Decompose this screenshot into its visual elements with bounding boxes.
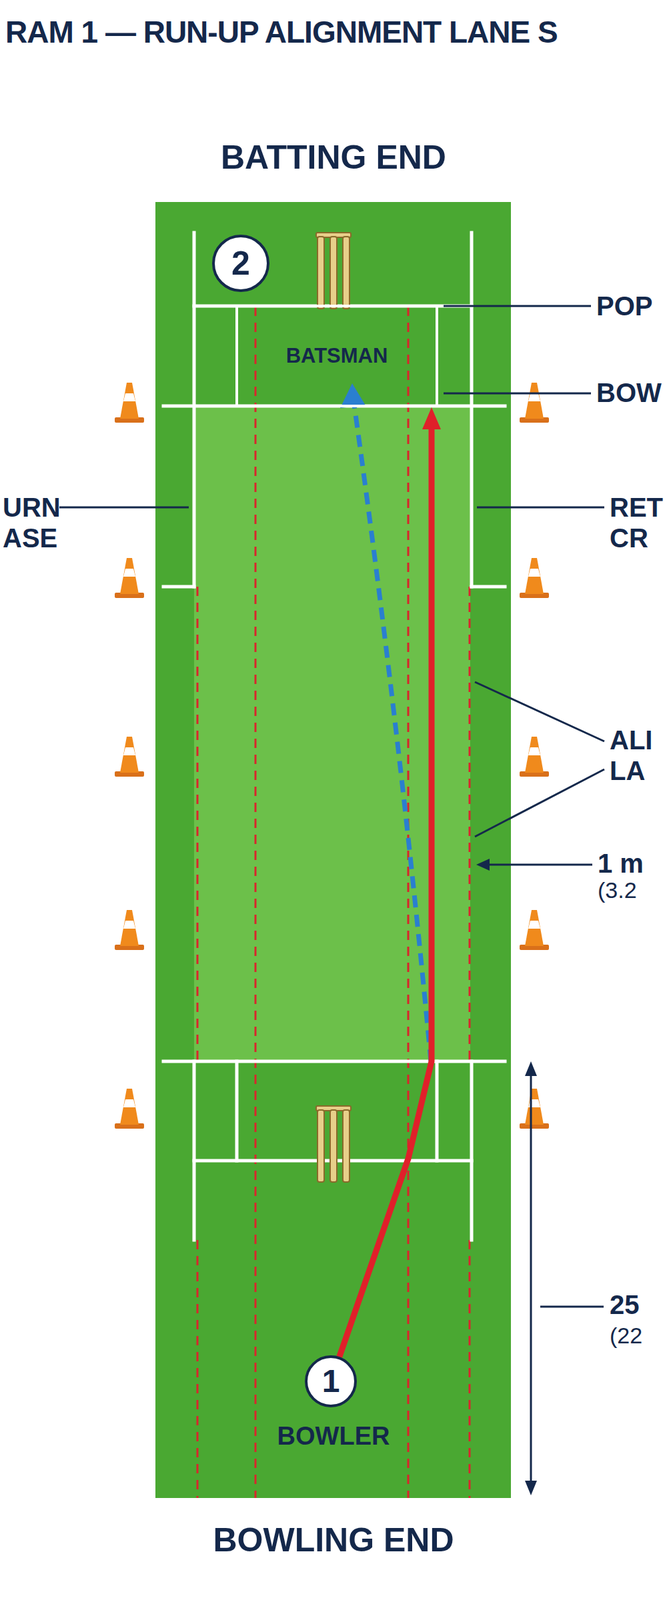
part-name: RET CR (609, 492, 663, 554)
part-name: POP (596, 290, 653, 322)
callout-number: 2 (231, 246, 251, 281)
part-name: URN ASE (2, 492, 61, 554)
part-name: ALI LA (609, 725, 653, 787)
crease-box: BATSMAN (235, 304, 439, 408)
dimension: (22 (609, 1323, 643, 1350)
box-label: BATSMAN (286, 344, 389, 369)
dimension: 25 (609, 1289, 640, 1321)
part-name: BOW (596, 377, 662, 409)
end-heading: BOWLING END (212, 1522, 454, 1561)
callout-circle: 2 (212, 234, 270, 293)
dimension: (3.2 (597, 877, 637, 904)
run-up-arrow (339, 407, 441, 1358)
end-heading: BATTING END (220, 138, 447, 178)
diagram-title: RAM 1 — RUN-UP ALIGNMENT LANE S (5, 14, 558, 51)
dimension: 1 m (597, 848, 644, 880)
bowler-marker: 1BOWLER (253, 1356, 414, 1470)
callout-number: 1 (304, 1356, 357, 1409)
player-label: BOWLER (253, 1422, 414, 1452)
